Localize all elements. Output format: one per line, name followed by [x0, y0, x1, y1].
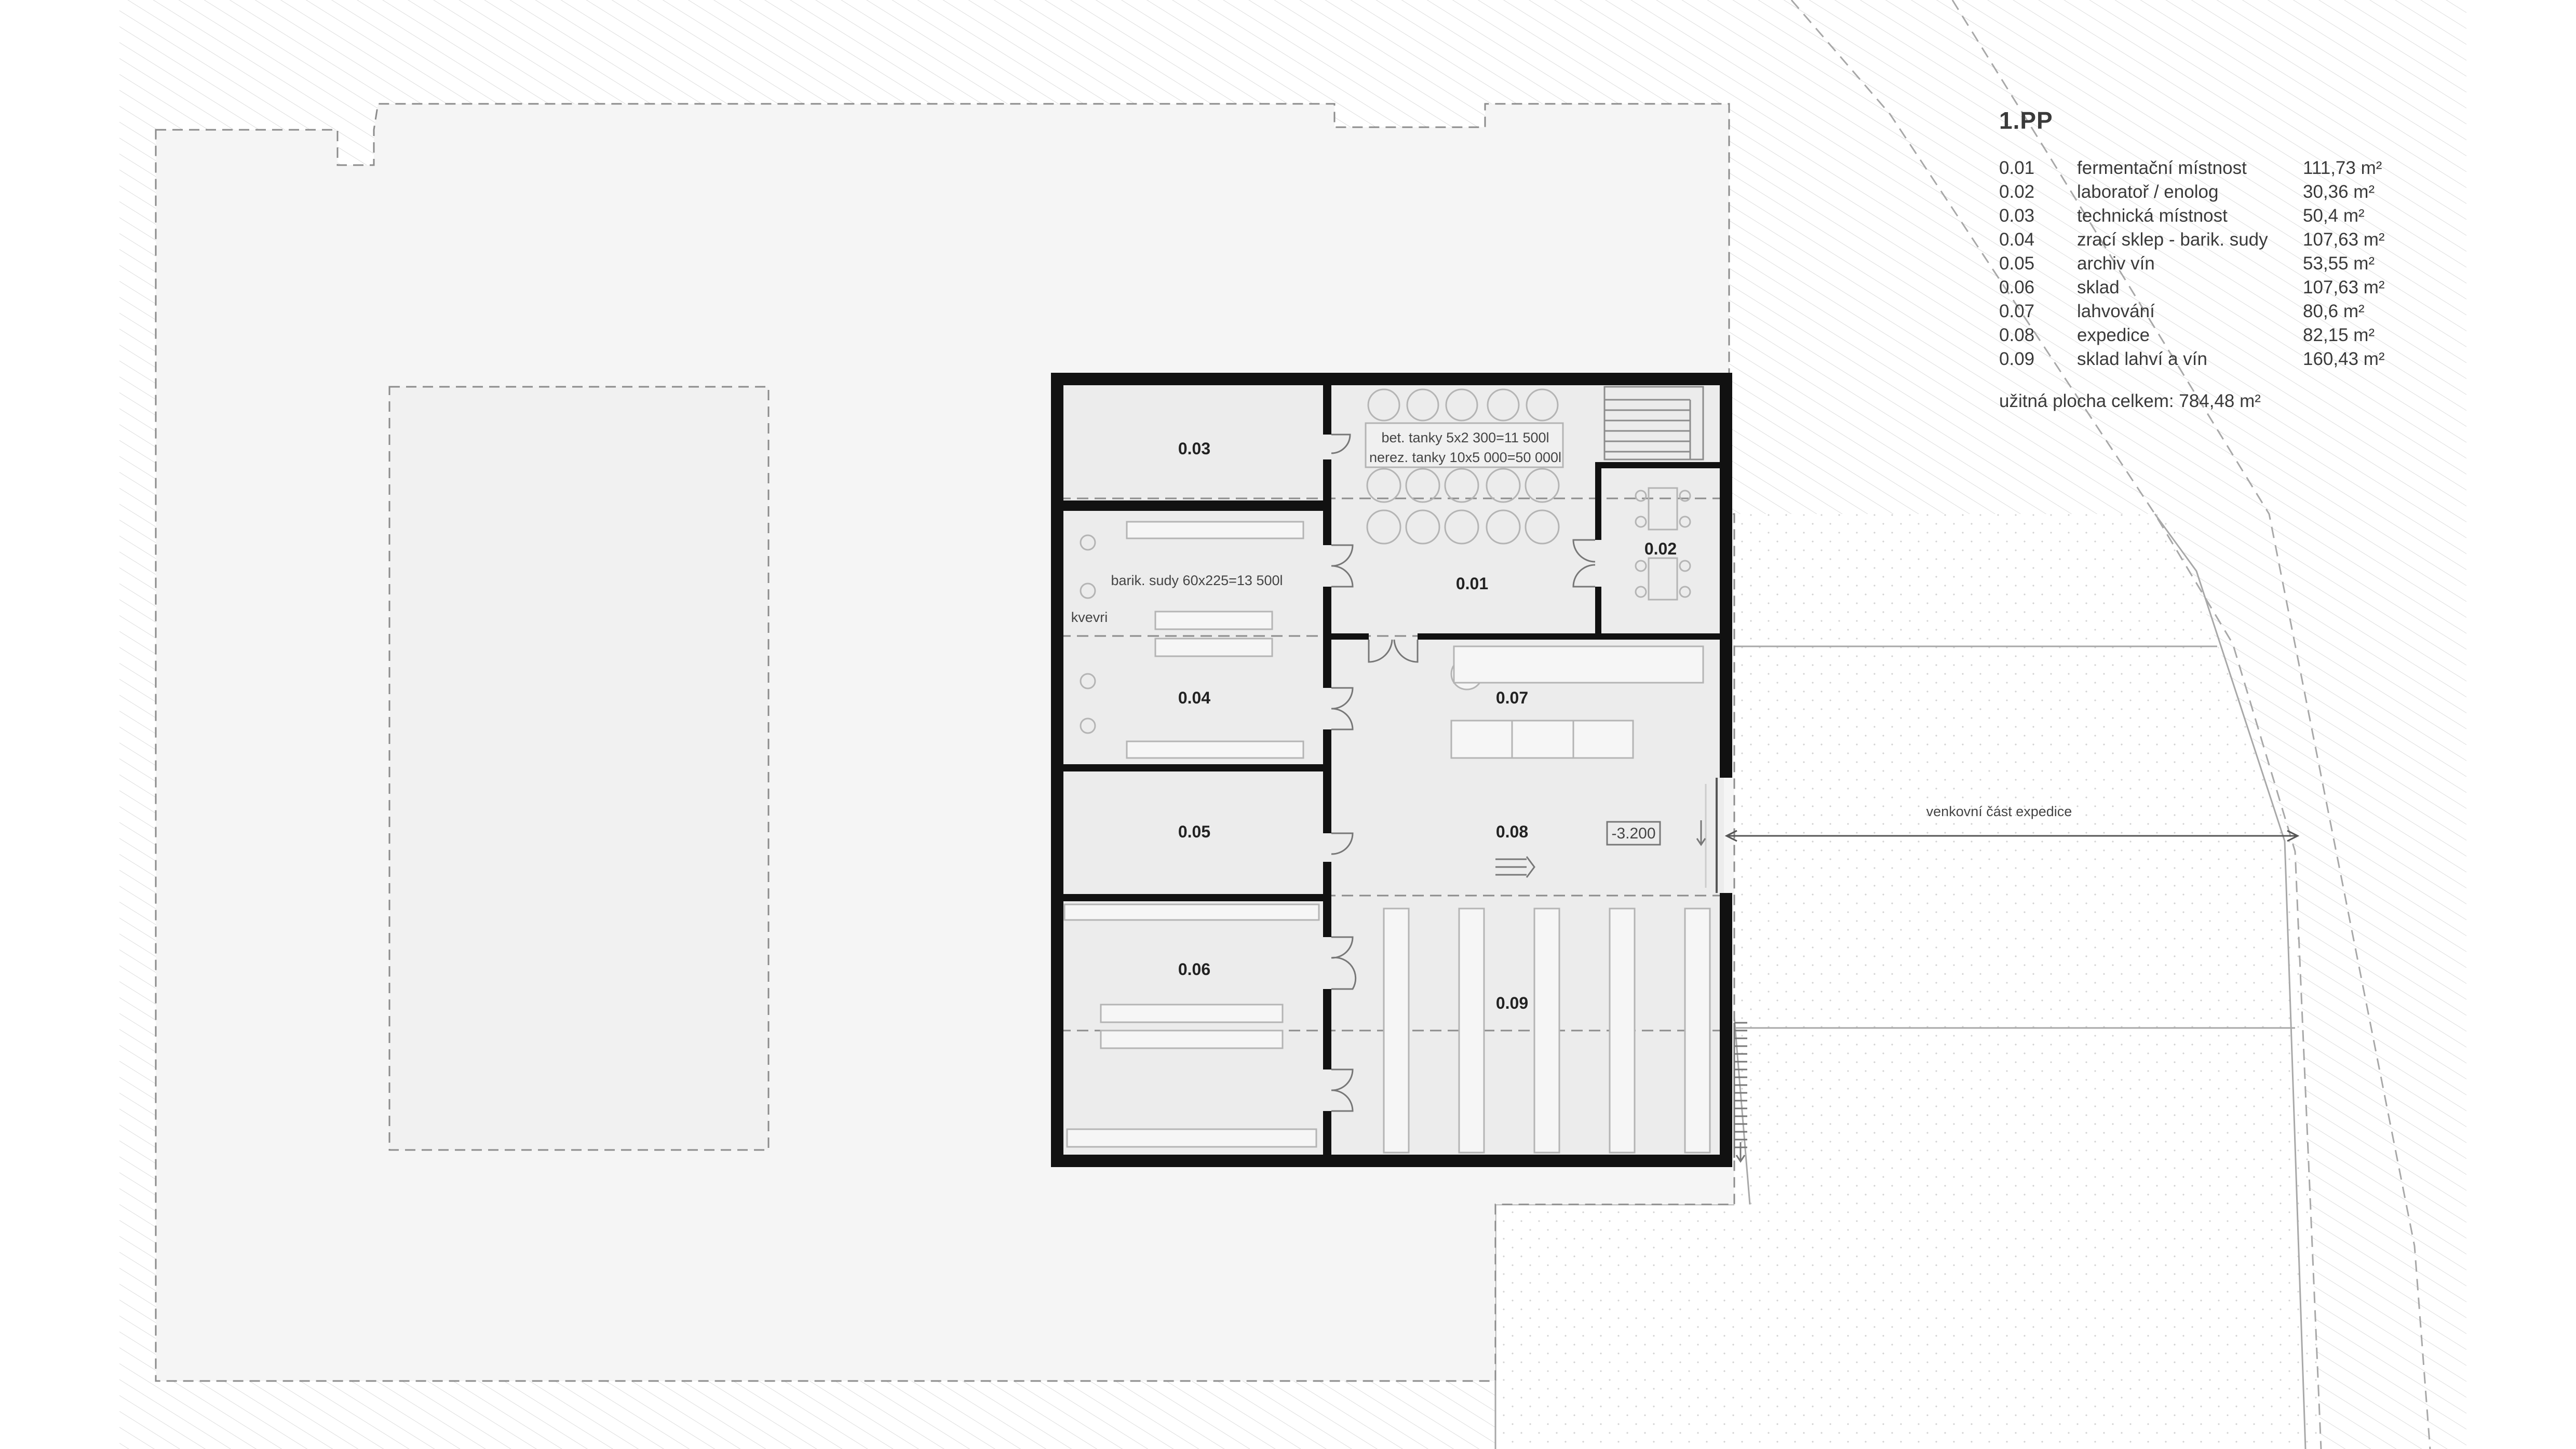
- terrain-dots: [1495, 514, 2321, 1449]
- tanks: [1365, 388, 1564, 545]
- room-row: 0.02 laboratoř / enolog 30,36 m²: [1999, 180, 2407, 204]
- wall-004-bottom: [1059, 764, 1327, 771]
- wall-001-bottom-left: [1327, 633, 1369, 640]
- room-label-001: 0.01: [1456, 574, 1488, 593]
- room-name: fermentační místnost: [2077, 158, 2247, 178]
- room-row: 0.07 lahvování 80,6 m²: [1999, 300, 2407, 323]
- doors: [1331, 434, 1718, 1112]
- kvevri-vessels: [1080, 534, 1096, 734]
- barrels-note: barik. sudy 60x225=13 500l: [1111, 573, 1283, 588]
- wall-outer-right-top: [1720, 373, 1732, 778]
- ramp-symbols: [1495, 820, 1747, 1163]
- room-area: 111,73 m²: [2303, 158, 2382, 178]
- room-number: 0.04: [1999, 229, 2035, 250]
- wall-interior-vertical-7: [1323, 1111, 1331, 1156]
- wall-005-bottom: [1059, 894, 1327, 901]
- room-number: 0.07: [1999, 301, 2035, 321]
- room-row: 0.04 zrací sklep - barik. sudy 107,63 m²: [1999, 228, 2407, 252]
- total-area: užitná plocha celkem: 784,48 m²: [1999, 391, 2261, 411]
- room-table: 0.01 fermentační místnost 111,73 m² 0.02 lab…: [1999, 156, 2407, 371]
- wall-outer-top: [1051, 373, 1732, 385]
- wall-002-top: [1595, 462, 1724, 468]
- room-area: 107,63 m²: [2303, 229, 2385, 250]
- room-row: 0.01 fermentační místnost 111,73 m²: [1999, 156, 2407, 180]
- wall-002-left-bottom: [1595, 587, 1601, 639]
- room-name: laboratoř / enolog: [2077, 182, 2219, 202]
- room-area: 107,63 m²: [2303, 277, 2385, 297]
- tanks-note-line1: bet. tanky 5x2 300=11 500l: [1382, 430, 1549, 445]
- bottle-racks-009: [1383, 908, 1711, 1154]
- courtyard-outline: [388, 386, 770, 1151]
- room-row: 0.06 sklad 107,63 m²: [1999, 276, 2407, 300]
- level-note: -3.200: [1611, 825, 1655, 842]
- room-name: sklad: [2077, 277, 2120, 297]
- room-number: 0.09: [1999, 349, 2035, 369]
- room-number: 0.05: [1999, 253, 2035, 274]
- room-area: 30,36 m²: [2303, 182, 2375, 202]
- room-name: sklad lahví a vín: [2077, 349, 2207, 369]
- room-number: 0.02: [1999, 182, 2035, 202]
- room-label-005: 0.05: [1178, 822, 1210, 841]
- room-label-006: 0.06: [1178, 960, 1210, 979]
- outdoor-arrow: [1724, 830, 2300, 842]
- room-name: expedice: [2077, 325, 2150, 345]
- room-label-002: 0.02: [1644, 539, 1677, 558]
- room-row: 0.09 sklad lahví a vín 160,43 m²: [1999, 347, 2407, 371]
- wall-interior-vertical-6: [1323, 989, 1331, 1069]
- wall-002-left-top: [1595, 462, 1601, 540]
- room-row: 0.08 expedice 82,15 m²: [1999, 323, 2407, 347]
- room-area: 53,55 m²: [2303, 253, 2375, 274]
- tanks-note-line2: nerez. tanky 10x5 000=50 000l: [1369, 450, 1561, 465]
- wall-001-bottom-right: [1418, 633, 1724, 640]
- room-area: 80,6 m²: [2303, 301, 2365, 321]
- outdoor-expedition-note: venkovní část expedice: [1926, 804, 2072, 819]
- room-name: zrací sklep - barik. sudy: [2077, 229, 2268, 250]
- room-label-004: 0.04: [1178, 688, 1210, 707]
- room-row: 0.05 archiv vín 53,55 m²: [1999, 252, 2407, 276]
- wall-interior-vertical-4: [1323, 729, 1331, 833]
- room-area: 50,4 m²: [2303, 206, 2365, 226]
- room-row: 0.03 technická místnost 50,4 m²: [1999, 204, 2407, 228]
- wall-outer-right-bottom: [1720, 893, 1732, 1167]
- wall-outer-bottom: [1051, 1155, 1732, 1167]
- walls: [1051, 373, 1732, 1167]
- room-label-009: 0.09: [1496, 994, 1528, 1012]
- room-name: archiv vín: [2077, 253, 2155, 274]
- room-name: technická místnost: [2077, 206, 2228, 226]
- room-number: 0.03: [1999, 206, 2035, 226]
- kvevri-note: kvevri: [1071, 610, 1108, 625]
- lab-furniture: [1635, 487, 1691, 601]
- room-number: 0.06: [1999, 277, 2035, 297]
- bottling-equipment: [1450, 645, 1704, 759]
- floor-title: 1.PP: [1999, 107, 2053, 134]
- storage-racks-006: [1063, 903, 1320, 1148]
- room-area: 160,43 m²: [2303, 349, 2385, 369]
- room-name: lahvování: [2077, 301, 2155, 321]
- room-label-003: 0.03: [1178, 439, 1210, 458]
- room-number: 0.08: [1999, 325, 2035, 345]
- room-label-007: 0.07: [1496, 688, 1528, 707]
- room-label-008: 0.08: [1496, 822, 1528, 841]
- barrel-racks: [1126, 521, 1304, 759]
- wall-003-bottom: [1059, 500, 1327, 511]
- level-box: [1606, 821, 1661, 846]
- staircase: [1603, 386, 1704, 461]
- room-number: 0.01: [1999, 158, 2035, 178]
- wall-interior-vertical-1: [1323, 385, 1331, 435]
- room-area: 82,15 m²: [2303, 325, 2375, 345]
